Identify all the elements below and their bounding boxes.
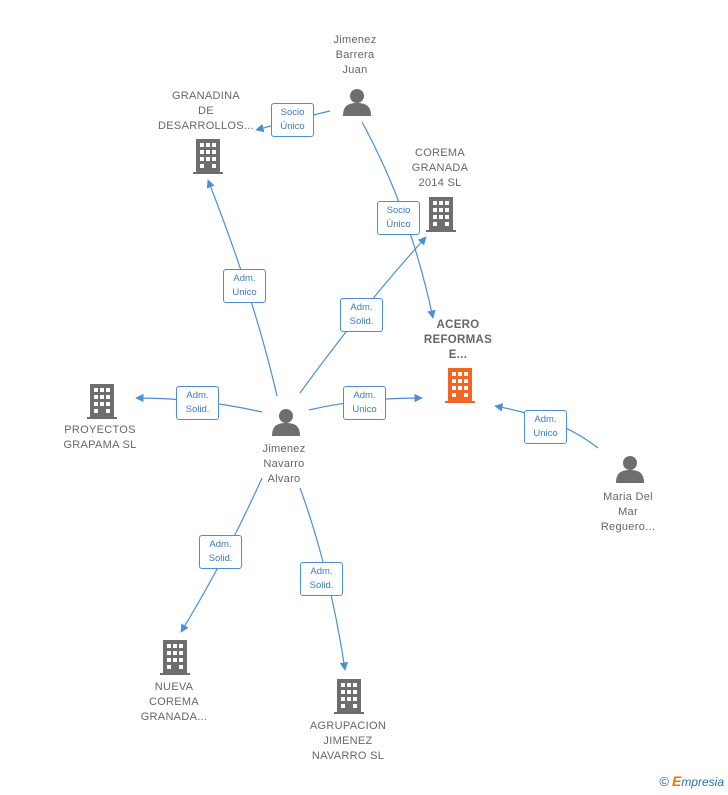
node-agrupacion-label[interactable]: AGRUPACION JIMENEZ NAVARRO SL — [309, 720, 387, 762]
copyright-icon: © — [659, 774, 669, 789]
edge-label-e3[interactable]: Adm.Unico — [223, 269, 266, 303]
node-nueva-corema-label[interactable]: NUEVA COREMA GRANADA... — [140, 681, 208, 723]
node-jimenez-barrera-label[interactable]: Jimenez Barrera Juan — [333, 34, 377, 76]
node-maria-label[interactable]: Maria Del Mar Reguero... — [600, 491, 656, 533]
node-acero-label[interactable]: ACERO REFORMAS E... — [423, 319, 493, 361]
node-proyectos-label[interactable]: PROYECTOS GRAPAMA SL — [63, 424, 137, 451]
edge-label-e4[interactable]: Adm.Solid. — [340, 298, 383, 332]
edge-label-e8[interactable]: Adm.Solid. — [199, 535, 242, 569]
edge-label-e7[interactable]: Adm.Unico — [524, 410, 567, 444]
building-icon[interactable] — [193, 139, 223, 174]
edge-label-e6[interactable]: Adm.Unico — [343, 386, 386, 420]
empresia-logo: ©Empresia — [659, 773, 724, 789]
person-icon[interactable] — [272, 409, 300, 436]
building-icon[interactable] — [87, 384, 117, 419]
node-granadina-label[interactable]: GRANADINA DE DESARROLLOS... — [158, 90, 254, 132]
person-icon[interactable] — [343, 89, 371, 116]
edge-label-e9[interactable]: Adm.Solid. — [300, 562, 343, 596]
person-icon[interactable] — [616, 456, 644, 483]
node-jimenez-navarro-label[interactable]: Jimenez Navarro Alvaro — [262, 443, 306, 485]
building-icon[interactable] — [334, 679, 364, 714]
building-icon[interactable] — [426, 197, 456, 232]
node-corema-2014-label[interactable]: COREMA GRANADA 2014 SL — [411, 147, 469, 189]
edge-label-e5[interactable]: Adm.Solid. — [176, 386, 219, 420]
building-icon[interactable] — [445, 368, 475, 403]
building-icon[interactable] — [160, 640, 190, 675]
